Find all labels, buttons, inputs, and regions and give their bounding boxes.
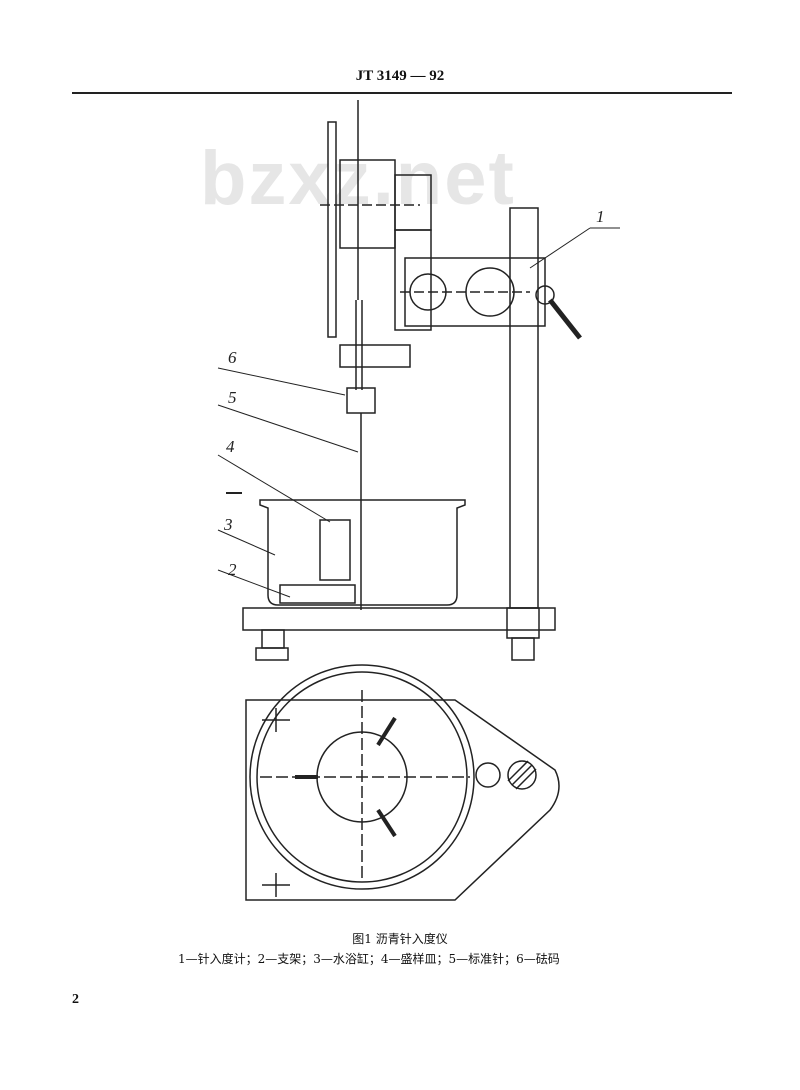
header-rule [72,92,732,94]
callout-2: 2 [228,560,237,579]
plan-view [245,664,560,901]
figure-caption: 图1 沥青针入度仪 [352,932,448,946]
callout-1: 1 [596,207,605,226]
spindle [339,300,411,610]
bracket-arm [400,257,582,340]
standard-code-header: JT 3149 — 92 [355,68,445,84]
callout-6: 6 [228,348,237,367]
callout-3: 3 [223,515,233,534]
page-number: 2 [72,992,79,1007]
dial-gauge [320,100,432,338]
water-bath [259,499,466,606]
base-plate [242,607,556,661]
watermark: bzxz.net [200,136,516,221]
support-column [506,207,540,661]
callout-4: 4 [226,437,235,456]
callout-leaders [217,227,620,598]
callout-5: 5 [228,388,237,407]
figure-legend: 1—针入度计；2—支架；3—水浴缸；4—盛样皿；5—标准针；6—砝码 [178,952,560,966]
